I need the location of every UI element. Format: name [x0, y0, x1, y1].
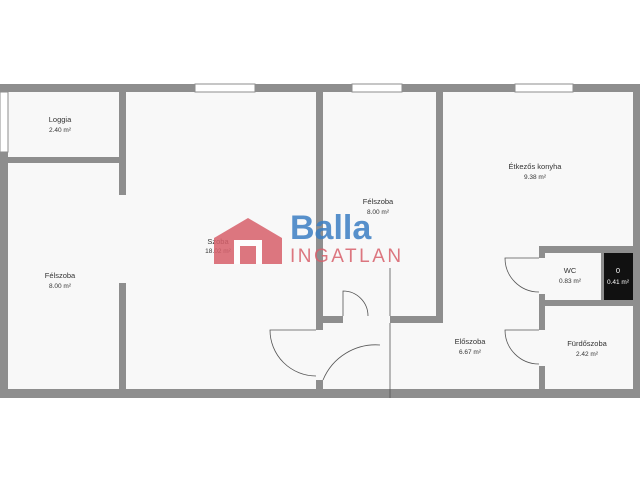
label-eloszoba-area: 6.67 m² [459, 349, 482, 356]
door-felszoba-mid [343, 316, 390, 323]
label-furdoszoba-name: Fürdőszoba [567, 339, 607, 348]
house-icon [214, 218, 282, 264]
label-shaft-name: 0 [616, 266, 620, 275]
opening-felszoba-szoba [119, 195, 126, 283]
door-swings [269, 257, 540, 398]
room-wc [545, 253, 601, 300]
logo-main-text: Balla [290, 209, 372, 247]
door-furdo [539, 330, 545, 366]
room-felszoba-mid [323, 92, 436, 316]
label-loggia-area: 2.40 m² [49, 127, 72, 134]
opening-konyha-hall [443, 246, 539, 254]
window-loggia [0, 91, 9, 153]
label-wc-name: WC [564, 266, 577, 275]
window-szoba [194, 83, 256, 93]
label-wc-area: 0.83 m² [559, 278, 582, 285]
label-eloszoba-name: Előszoba [455, 337, 487, 346]
room-eloszoba [323, 323, 539, 389]
label-konyha-name: Étkezős konyha [509, 162, 563, 171]
window-konyha [514, 83, 574, 93]
label-felszoba-mid-area: 8.00 m² [367, 209, 390, 216]
label-furdoszoba-area: 2.42 m² [576, 351, 599, 358]
logo-sub-text: INGATLAN [290, 246, 404, 267]
room-etkezos-konyha [443, 92, 633, 246]
room-loggia [8, 92, 119, 157]
label-felszoba-left-area: 8.00 m² [49, 283, 72, 290]
label-felszoba-left-name: Félszoba [45, 271, 76, 280]
room-felszoba-left [8, 163, 119, 389]
label-shaft-area: 0.41 m² [607, 279, 630, 286]
room-shaft [604, 253, 633, 300]
balla-logo: Balla INGATLAN [212, 209, 442, 267]
label-felszoba-mid-name: Félszoba [363, 197, 394, 206]
label-loggia-name: Loggia [49, 115, 72, 124]
label-konyha-area: 9.38 m² [524, 174, 547, 181]
window-felszoba [351, 83, 403, 93]
door-szoba [316, 330, 323, 380]
room-furdoszoba [545, 306, 633, 389]
door-wc [539, 258, 545, 294]
